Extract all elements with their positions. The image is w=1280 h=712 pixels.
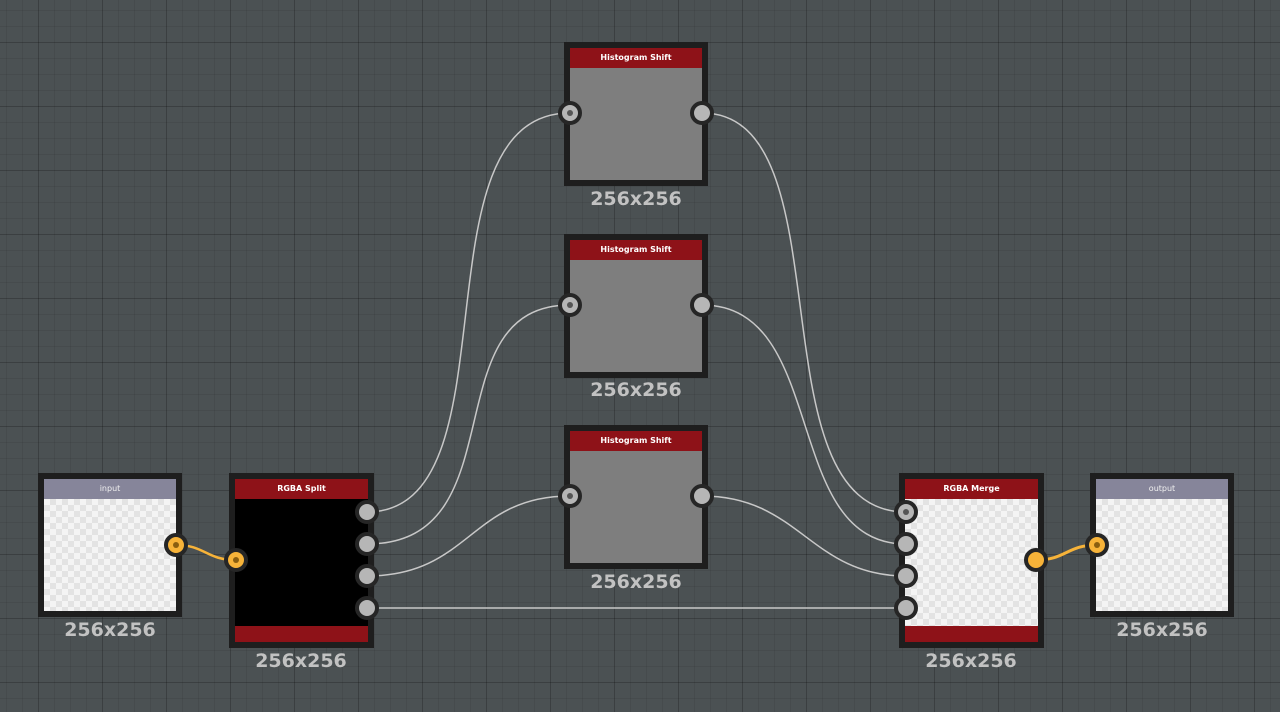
node-histogram-shift-2[interactable]: Histogram Shift [564, 234, 708, 378]
rgba-merge-input-g-port[interactable] [894, 532, 918, 556]
wire-split-b-to-shift3[interactable] [366, 495, 571, 577]
node-rgba-split-header[interactable]: RGBA Split [235, 479, 368, 499]
node-output-preview [1096, 499, 1228, 611]
node-histogram-shift-3[interactable]: Histogram Shift [564, 425, 708, 569]
node-rgba-merge-footer [905, 626, 1038, 642]
node-histogram-shift-2-preview [570, 260, 702, 372]
rgba-merge-input-a-port[interactable] [894, 596, 918, 620]
node-histogram-shift-3-size: 256x256 [590, 571, 682, 593]
node-input[interactable]: input [38, 473, 182, 617]
rgba-split-output-r-port[interactable] [355, 500, 379, 524]
wire-split-g-to-shift2[interactable] [366, 304, 571, 545]
histogram-shift-3-output-port[interactable] [690, 484, 714, 508]
wire-shift3-to-merge-b[interactable] [701, 495, 907, 577]
node-histogram-shift-1-preview [570, 68, 702, 180]
input-output-port[interactable] [164, 533, 188, 557]
histogram-shift-3-input-port[interactable] [558, 484, 582, 508]
node-histogram-shift-1-header[interactable]: Histogram Shift [570, 48, 702, 68]
output-input-port[interactable] [1085, 533, 1109, 557]
rgba-split-output-b-port[interactable] [355, 564, 379, 588]
node-output-size: 256x256 [1116, 619, 1208, 641]
node-histogram-shift-3-preview [570, 451, 702, 563]
node-input-header[interactable]: input [44, 479, 176, 499]
histogram-shift-2-input-port[interactable] [558, 293, 582, 317]
node-output[interactable]: output [1090, 473, 1234, 617]
node-histogram-shift-1[interactable]: Histogram Shift [564, 42, 708, 186]
node-rgba-split-footer [235, 626, 368, 642]
node-rgba-split[interactable]: RGBA Split [229, 473, 374, 648]
histogram-shift-1-input-port[interactable] [558, 101, 582, 125]
node-output-header[interactable]: output [1096, 479, 1228, 499]
node-rgba-split-size: 256x256 [255, 650, 347, 672]
node-histogram-shift-2-size: 256x256 [590, 379, 682, 401]
wire-shift1-to-merge-r[interactable] [701, 112, 907, 513]
node-rgba-merge[interactable]: RGBA Merge [899, 473, 1044, 648]
histogram-shift-2-output-port[interactable] [690, 293, 714, 317]
node-rgba-merge-header[interactable]: RGBA Merge [905, 479, 1038, 499]
rgba-merge-input-b-port[interactable] [894, 564, 918, 588]
rgba-split-output-a-port[interactable] [355, 596, 379, 620]
node-histogram-shift-3-header[interactable]: Histogram Shift [570, 431, 702, 451]
node-input-size: 256x256 [64, 619, 156, 641]
rgba-split-input-port[interactable] [224, 548, 248, 572]
wire-split-r-to-shift1[interactable] [366, 112, 571, 513]
node-input-preview [44, 499, 176, 611]
node-rgba-merge-size: 256x256 [925, 650, 1017, 672]
histogram-shift-1-output-port[interactable] [690, 101, 714, 125]
rgba-split-output-g-port[interactable] [355, 532, 379, 556]
rgba-merge-input-r-port[interactable] [894, 500, 918, 524]
rgba-merge-output-port[interactable] [1024, 548, 1048, 572]
wire-shift2-to-merge-g[interactable] [701, 304, 907, 545]
node-rgba-merge-preview [905, 499, 1038, 642]
node-histogram-shift-2-header[interactable]: Histogram Shift [570, 240, 702, 260]
node-rgba-split-preview [235, 499, 368, 642]
node-histogram-shift-1-size: 256x256 [590, 188, 682, 210]
